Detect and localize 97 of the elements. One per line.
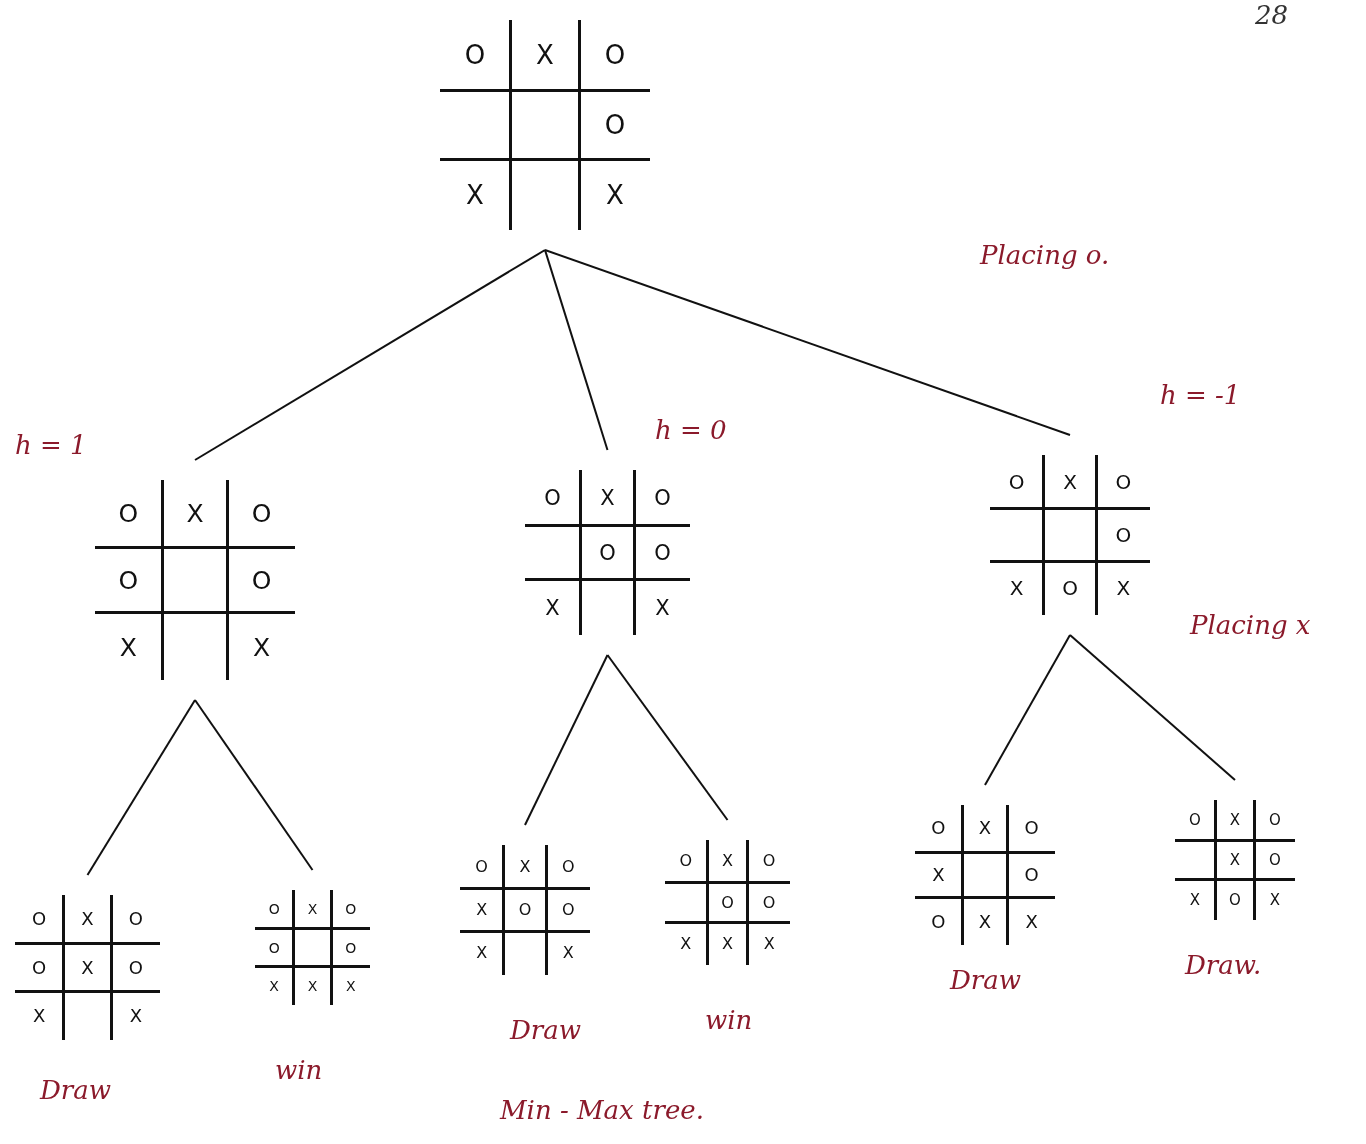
board-mark: X (1229, 852, 1241, 868)
board-mark: O (128, 910, 143, 929)
board-mark: X (1063, 471, 1077, 492)
board-mark: X (655, 597, 670, 618)
annotation: Placing x (1190, 610, 1311, 640)
board-mark: X (600, 487, 615, 508)
board-mark: O (251, 500, 272, 526)
board-mark: X (476, 945, 488, 962)
tree-branch (606, 654, 729, 821)
board-mark: O (1062, 578, 1078, 599)
board-mark: X (476, 902, 488, 918)
heuristic-value: h = -1 (1160, 380, 1241, 410)
board-mark: X (1189, 892, 1201, 908)
board-mark: X (1269, 892, 1281, 908)
board-mark: O (762, 894, 776, 911)
board-mark: O (518, 902, 532, 918)
board-mark: O (464, 42, 486, 68)
outcome-label: Draw (40, 1075, 112, 1105)
board-mark: X (269, 978, 279, 993)
board-mark: O (562, 858, 575, 875)
tree-branch (194, 699, 314, 871)
board-mark: O (599, 542, 616, 563)
board-mark: X (466, 182, 484, 208)
outcome-label: win (275, 1055, 323, 1085)
board-mark: O (118, 567, 139, 593)
board-mark: X (1116, 578, 1131, 599)
tree-branch (544, 249, 609, 451)
board-mark: O (1189, 812, 1201, 828)
tree-branch (544, 249, 1071, 436)
board-mark: X (519, 858, 531, 875)
board-mark: X (562, 945, 574, 962)
board-mark: X (81, 958, 94, 977)
board-mark: X (763, 936, 775, 953)
outcome-label: win (705, 1005, 753, 1035)
board-mark: O (268, 902, 280, 917)
caption: Min - Max tree. (500, 1095, 704, 1125)
board-mark: X (33, 1006, 46, 1025)
board-mark: O (604, 42, 626, 68)
board-mark: O (679, 852, 693, 869)
board-mark: X (978, 912, 992, 931)
board-mark: X (81, 910, 94, 929)
board-mark: X (307, 902, 318, 917)
board-mark: X (1025, 912, 1038, 931)
board-mark: O (32, 958, 47, 977)
outcome-label: Draw. (1185, 950, 1262, 980)
board-mark: O (654, 542, 671, 563)
board-mark: O (118, 500, 139, 526)
board-mark: O (1229, 892, 1241, 908)
board-mark: O (251, 567, 272, 593)
board-mark: X (545, 597, 560, 618)
tree-branch (1069, 634, 1236, 781)
board-mark: O (1115, 471, 1132, 492)
board-mark: O (1024, 866, 1039, 884)
board-mark: X (186, 500, 204, 526)
board-mark: X (253, 634, 271, 660)
board-mark: X (722, 852, 733, 869)
board-mark: O (762, 852, 776, 869)
page-number: 28 (1255, 0, 1289, 30)
board-mark: O (345, 902, 357, 917)
board-mark: X (1009, 578, 1024, 599)
board-mark: X (932, 866, 945, 884)
board-mark: O (544, 487, 561, 508)
board-mark: X (346, 978, 356, 993)
board-mark: O (562, 902, 575, 918)
board-mark: O (128, 958, 143, 977)
heuristic-value: h = 1 (15, 430, 87, 460)
board-mark: O (1024, 819, 1039, 838)
board-mark: X (680, 936, 692, 953)
board-mark: O (475, 858, 488, 875)
board-mark: O (721, 894, 734, 911)
board-mark: X (536, 42, 554, 68)
board-mark: X (307, 978, 318, 993)
board-mark: X (722, 936, 733, 953)
tree-branch (984, 634, 1071, 786)
board-mark: O (1115, 525, 1132, 545)
board-mark: X (606, 182, 624, 208)
board-mark: O (268, 940, 280, 955)
heuristic-value: h = 0 (655, 415, 727, 445)
board-mark: O (931, 912, 946, 931)
board-mark: X (119, 634, 137, 660)
board-mark: X (1229, 812, 1241, 828)
board-mark: O (1008, 471, 1025, 492)
board-mark: X (978, 819, 992, 838)
board-mark: X (129, 1006, 142, 1025)
board-mark: O (654, 487, 671, 508)
outcome-label: Draw (510, 1015, 582, 1045)
board-mark: O (1269, 852, 1281, 868)
outcome-label: Draw (950, 965, 1022, 995)
tree-branch (86, 699, 196, 876)
board-mark: O (604, 112, 626, 138)
tree-branch (194, 249, 546, 461)
annotation: Placing o. (980, 240, 1110, 270)
board-mark: O (931, 819, 946, 838)
board-mark: O (1269, 812, 1281, 828)
board-mark: O (345, 940, 357, 955)
board-mark: O (32, 910, 47, 929)
tree-branch (524, 654, 609, 826)
